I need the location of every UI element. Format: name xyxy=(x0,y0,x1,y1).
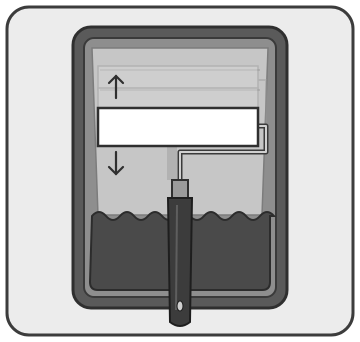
handle-hang-hole xyxy=(177,301,183,311)
roller-handle-ferrule xyxy=(172,180,188,198)
roller-cover xyxy=(98,108,258,146)
